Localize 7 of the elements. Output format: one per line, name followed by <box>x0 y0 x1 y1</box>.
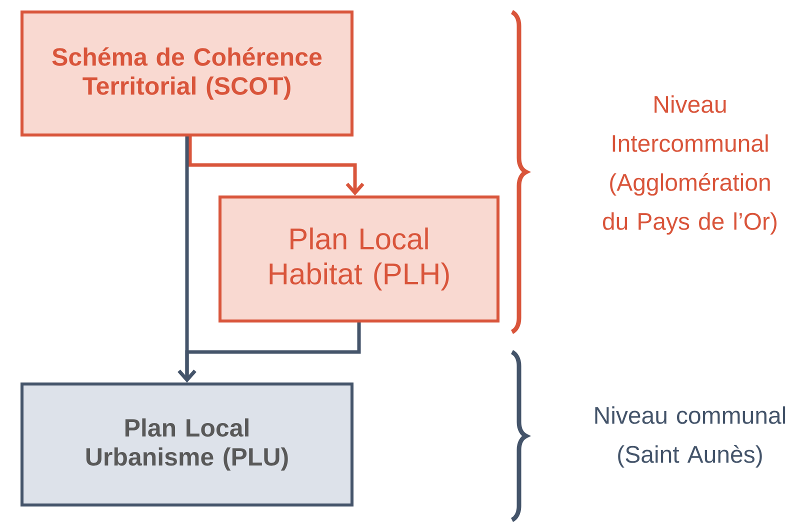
arrow <box>178 322 361 382</box>
arrow <box>188 136 364 196</box>
process-box: Schéma de Cohérence Territorial (SCOT) <box>20 10 354 136</box>
process-box: Plan Local Habitat (PLH) <box>218 196 500 322</box>
level-label: Niveau Intercommunal (Agglomération du Pays de l’Or) <box>602 95 776 235</box>
process-box: Plan Local Urbanisme (PLU) <box>20 382 354 506</box>
level-label: Niveau communal (Saint Aunès) <box>595 406 786 468</box>
